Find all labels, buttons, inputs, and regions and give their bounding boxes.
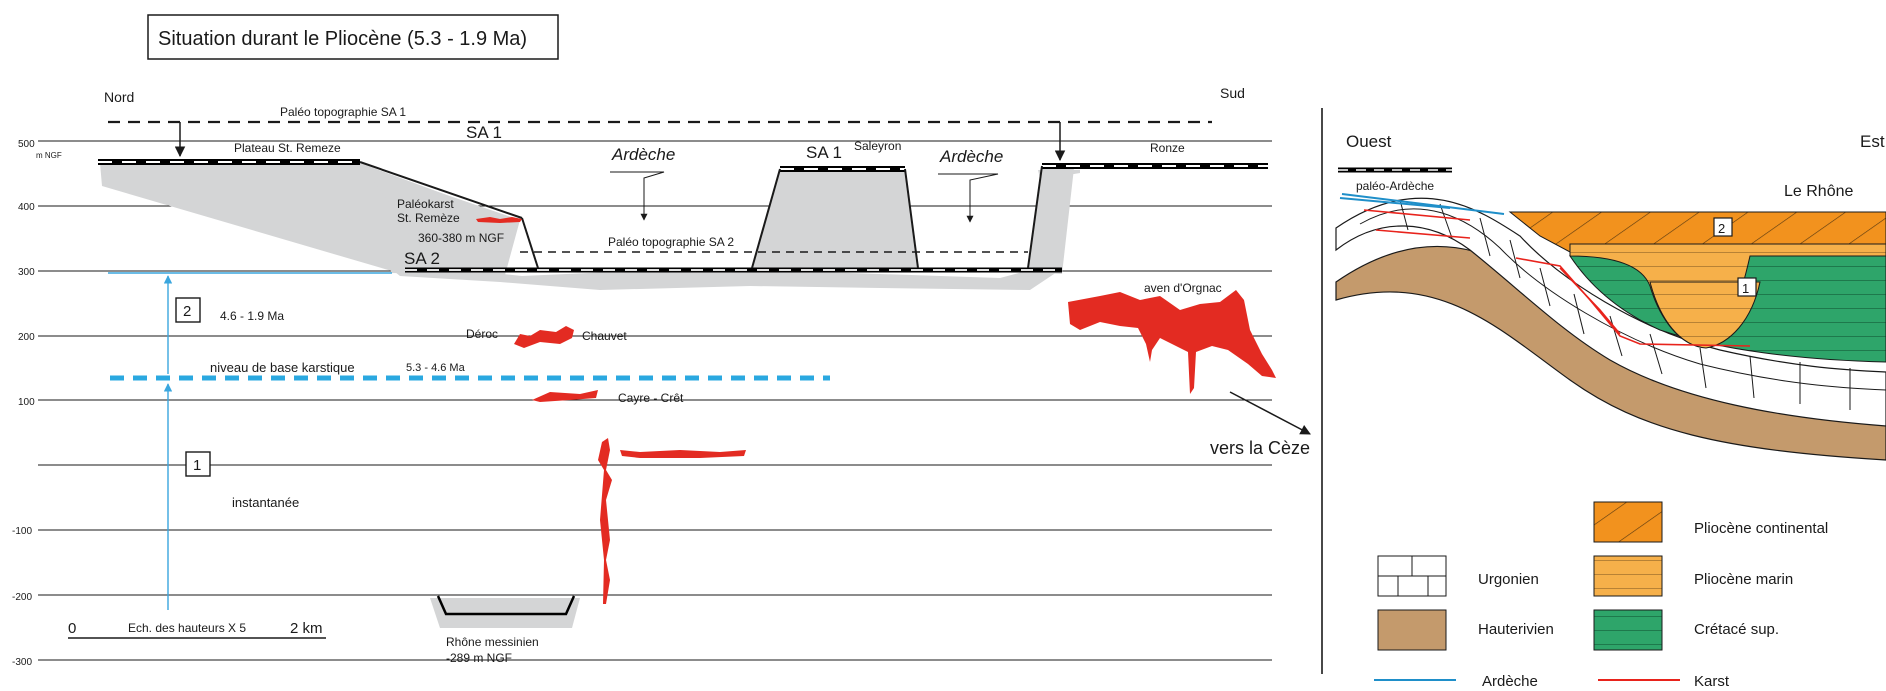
legend-swatch-cretace xyxy=(1593,609,1663,651)
legend-label-hauterivien: Hauterivien xyxy=(1478,621,1554,638)
legend: Pliocène continental Urgonien Pliocène m… xyxy=(1374,501,1828,690)
legend-swatch-pliocene-marin xyxy=(1593,555,1663,597)
phase-1-label: instantanée xyxy=(232,495,299,510)
vers-ceze-arrow xyxy=(1229,391,1311,435)
legend-label-pliocene-continental: Pliocène continental xyxy=(1694,520,1828,537)
valley-walls xyxy=(359,161,1043,269)
scale-zero: 0 xyxy=(68,620,76,637)
legend-label-pliocene-marin: Pliocène marin xyxy=(1694,571,1793,588)
cayre-label: Cayre - Crêt xyxy=(618,391,684,405)
right-cross-section: Ouest Est Le Rhône xyxy=(1335,132,1886,461)
karst-caves xyxy=(514,290,1276,604)
niveau-age: 5.3 - 4.6 Ma xyxy=(406,362,466,374)
legend-label-karst: Karst xyxy=(1694,673,1730,690)
west-label: Ouest xyxy=(1346,132,1392,151)
right-box-2 xyxy=(1713,217,1733,237)
paleo-topo-sa2-label: Paléo topographie SA 2 xyxy=(608,235,734,249)
ronze-label: Ronze xyxy=(1150,141,1185,155)
urgonien-block-lines xyxy=(1359,199,1886,410)
niveau-label: niveau de base karstique xyxy=(210,360,355,375)
left-cross-section: 500 m NGF 400 300 200 100 -100 -200 -300… xyxy=(12,85,1311,668)
paleokarst-red xyxy=(476,217,522,223)
paleokarst-label: Paléokarst xyxy=(397,197,454,211)
y-unit: m NGF xyxy=(36,151,62,160)
phase-box-1 xyxy=(185,451,211,477)
east-label: Est xyxy=(1860,132,1885,151)
scale-2km: 2 km xyxy=(290,620,323,637)
rhone-messinien-label: Rhône messinien xyxy=(446,635,539,649)
sa1-small-label: SA 1 xyxy=(806,143,842,162)
pliocene-marin-channel xyxy=(1649,281,1761,349)
title: Situation durant le Pliocène (5.3 - 1.9 … xyxy=(158,28,527,50)
paleo-topo-sa1-label: Paléo topographie SA 1 xyxy=(280,105,406,119)
vers-ceze-label: vers la Cèze xyxy=(1210,438,1310,458)
ardeche-label: Ardèche xyxy=(939,147,1003,166)
y-tick: 500 xyxy=(18,139,35,150)
right-box-1 xyxy=(1737,277,1757,297)
y-tick: -200 xyxy=(12,592,32,603)
legend-label-urgonien: Urgonien xyxy=(1478,571,1539,588)
ardeche-lines xyxy=(1339,193,1505,215)
sa1-label: SA 1 xyxy=(466,123,502,142)
phase-box-2 xyxy=(175,297,201,323)
legend-swatch-urgonien xyxy=(1377,555,1447,597)
north-label: Nord xyxy=(104,89,134,105)
rhone-label: Le Rhône xyxy=(1784,183,1853,200)
incision-arrows xyxy=(610,171,999,218)
chauvet-label: Chauvet xyxy=(582,329,627,343)
legend-label-ardeche: Ardèche xyxy=(1482,673,1538,690)
sa2-label: SA 2 xyxy=(404,249,440,268)
y-tick: 300 xyxy=(18,267,35,278)
phase-2-age: 4.6 - 1.9 Ma xyxy=(220,309,284,323)
south-label: Sud xyxy=(1220,85,1245,101)
y-tick: 100 xyxy=(18,397,35,408)
karst-lines xyxy=(1363,209,1751,347)
y-axis-labels: 500 m NGF 400 300 200 100 -100 -200 -300 xyxy=(12,139,62,668)
rhone-messinien-depth: -289 m NGF xyxy=(446,651,512,665)
phase-box-1-label: 1 xyxy=(193,457,201,474)
y-tick: 200 xyxy=(18,332,35,343)
legend-label-cretace: Crétacé sup. xyxy=(1694,621,1779,638)
phase-box-2-label: 2 xyxy=(183,303,191,320)
paleo-ardeche-label: paléo-Ardèche xyxy=(1356,179,1434,193)
right-box-2-label: 2 xyxy=(1718,221,1725,236)
legend-swatch-hauterivien xyxy=(1377,609,1447,651)
right-box-1-label: 1 xyxy=(1742,281,1749,296)
y-tick: -300 xyxy=(12,657,32,668)
ardeche-label: Ardèche xyxy=(611,145,675,164)
paleokarst-altitude-label: 360-380 m NGF xyxy=(418,231,504,245)
title-box xyxy=(147,14,559,60)
plateau-label: Plateau St. Remeze xyxy=(234,141,341,155)
scale-text: Ech. des hauteurs X 5 xyxy=(128,621,246,635)
y-tick: 400 xyxy=(18,202,35,213)
y-tick: -100 xyxy=(12,526,32,537)
paleokarst-label: St. Remèze xyxy=(397,211,460,225)
aven-orgnac-label: aven d'Orgnac xyxy=(1144,281,1222,295)
plateau-surfaces xyxy=(98,159,1268,616)
saleyron-label: Saleyron xyxy=(854,139,901,153)
deroc-label: Déroc xyxy=(466,327,498,341)
urgonien-layer xyxy=(1335,197,1886,427)
legend-swatch-pliocene-continental xyxy=(1593,501,1663,543)
